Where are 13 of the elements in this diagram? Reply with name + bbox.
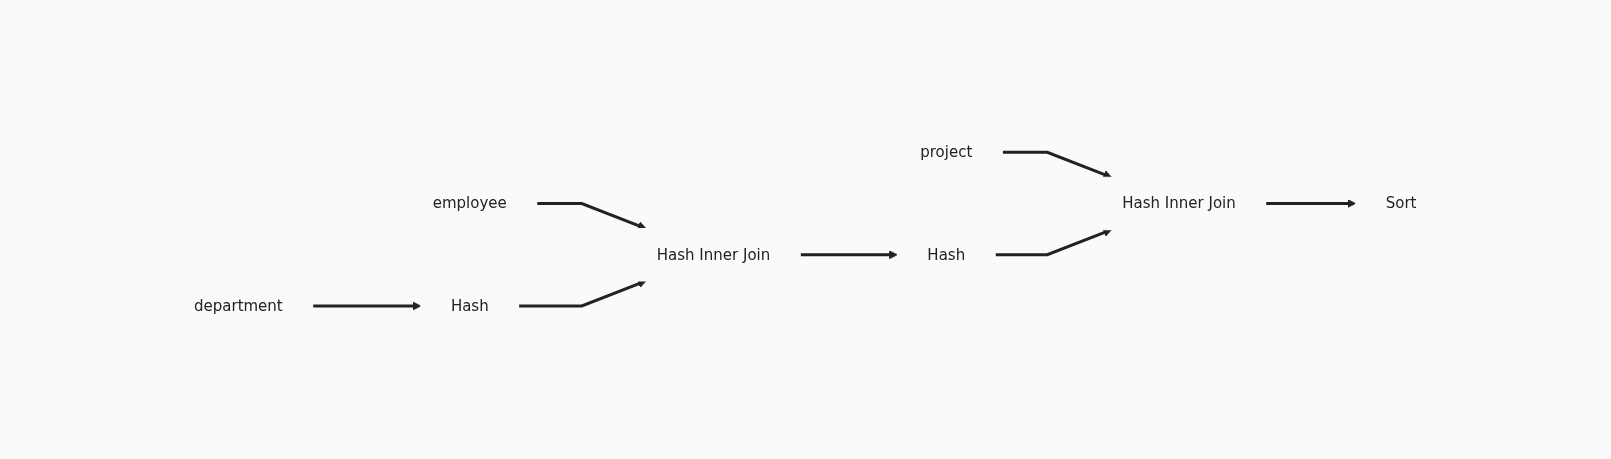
- node-text: Hash: [927, 245, 966, 264]
- node-text: Hash: [451, 297, 489, 316]
- node-text: Hash Inner Join: [657, 245, 771, 264]
- node-text: employee: [433, 194, 508, 213]
- arrow: [313, 302, 422, 311]
- arrow: [1002, 151, 1113, 179]
- node-text: Sort: [1385, 194, 1417, 213]
- arrow: [1266, 199, 1357, 209]
- node-text: department: [194, 297, 283, 316]
- node-text: project: [920, 143, 973, 162]
- arrow: [518, 280, 647, 308]
- node-text: Hash Inner Join: [1122, 194, 1236, 213]
- arrow: [800, 250, 898, 260]
